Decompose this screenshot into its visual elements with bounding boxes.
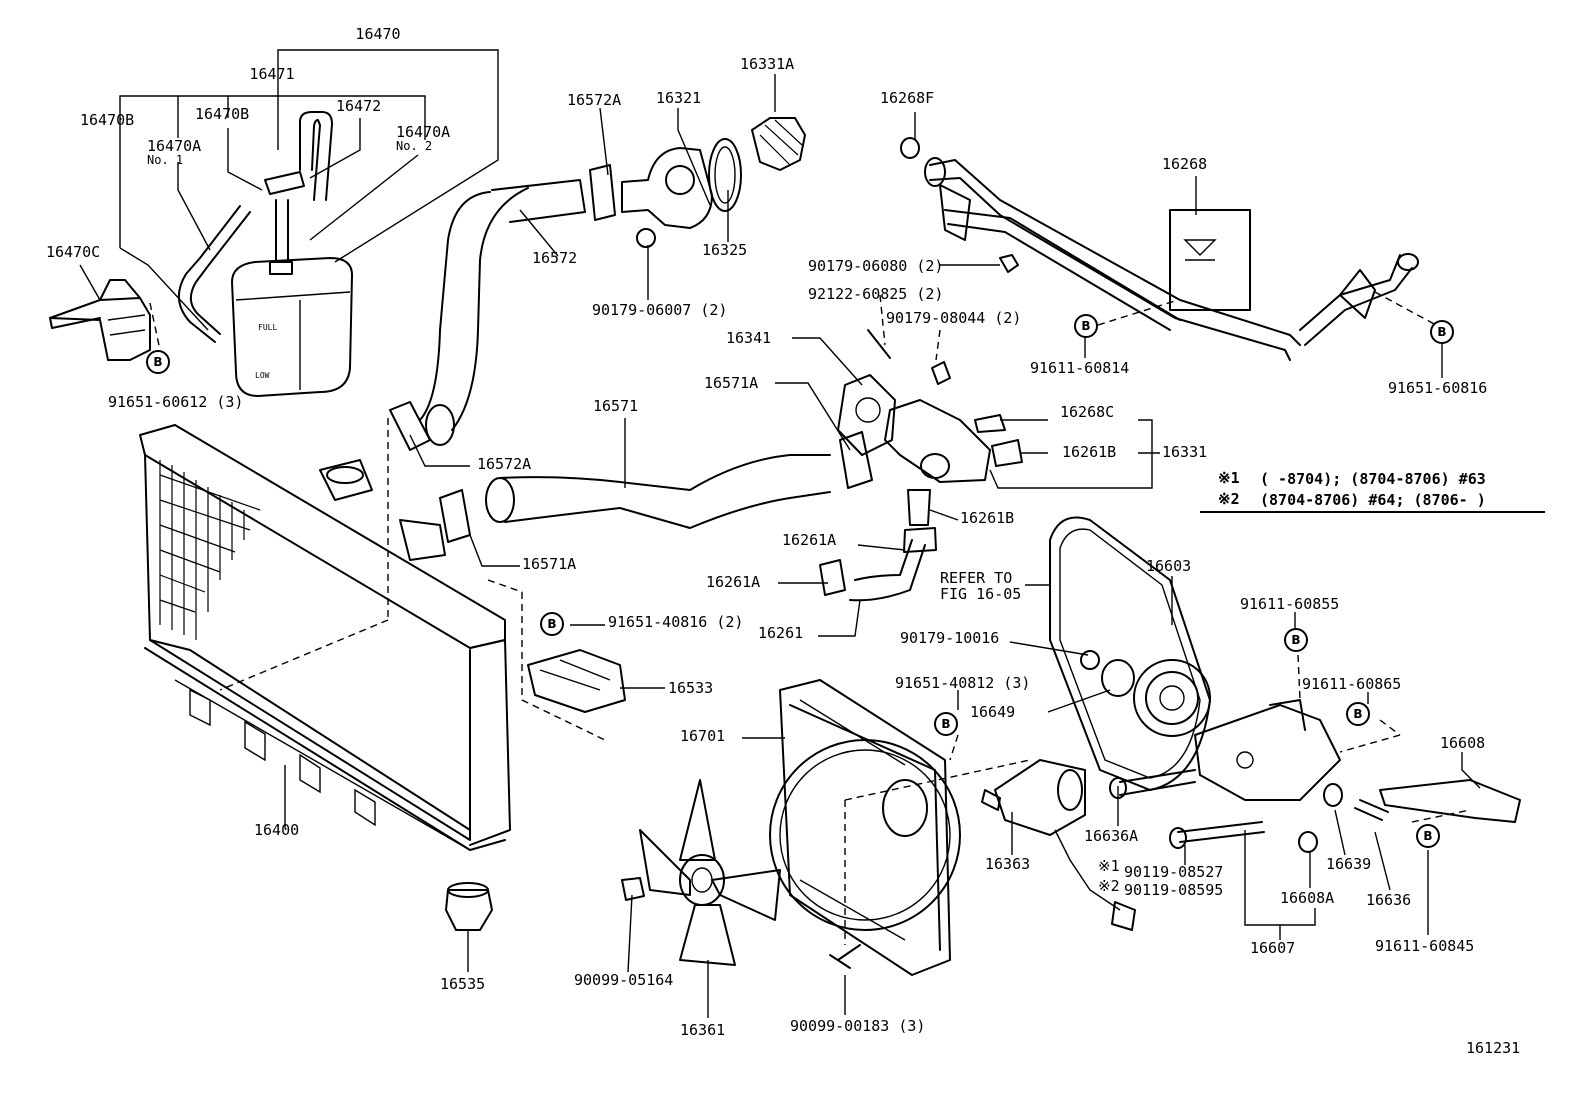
bolt-marker-b: B bbox=[146, 350, 170, 374]
label-16400: 16400 bbox=[254, 821, 300, 839]
label-16571: 16571 bbox=[593, 397, 639, 415]
mark-2-small: ※2 bbox=[1098, 877, 1120, 895]
label-90179-06080: 90179-06080 (2) bbox=[808, 257, 944, 275]
label-90179-08044: 90179-08044 (2) bbox=[886, 309, 1022, 327]
label-16470B-mid: 16470B bbox=[195, 105, 250, 123]
note-mark-1: ※1 bbox=[1218, 469, 1240, 487]
label-16321: 16321 bbox=[656, 89, 702, 107]
label-91651-40816: 91651-40816 (2) bbox=[608, 613, 744, 631]
label-90099-05164: 90099-05164 bbox=[574, 971, 674, 989]
label-16607: 16607 bbox=[1250, 939, 1296, 957]
label-16470C: 16470C bbox=[46, 243, 101, 261]
inlet-housing bbox=[837, 374, 1023, 489]
label-90099-00183: 90099-00183 (3) bbox=[790, 1017, 926, 1035]
label-16261B-upper: 16261B bbox=[1062, 443, 1117, 461]
label-90119-08527: 90119-08527 bbox=[1124, 863, 1224, 881]
lower-hose bbox=[439, 454, 937, 602]
label-16649: 16649 bbox=[970, 703, 1016, 721]
upper-hose bbox=[389, 117, 806, 451]
radiator-core bbox=[159, 460, 261, 640]
label-16636A: 16636A bbox=[1084, 827, 1139, 845]
label-no2: No. 2 bbox=[396, 139, 433, 153]
belt-pulley bbox=[1049, 516, 1521, 853]
bolt-marker-b: B bbox=[1284, 628, 1308, 652]
bolt-marker-b: B bbox=[1430, 320, 1454, 344]
label-16261A-upper: 16261A bbox=[782, 531, 837, 549]
bolt-marker-b: B bbox=[1074, 314, 1098, 338]
label-91651-40812: 91651-40812 (3) bbox=[895, 674, 1031, 692]
label-no1: No. 1 bbox=[147, 153, 184, 167]
bolt-marker-b: B bbox=[934, 712, 958, 736]
label-16571A-mid: 16571A bbox=[522, 555, 577, 573]
radiator bbox=[139, 424, 626, 931]
label-16470: 16470 bbox=[355, 25, 401, 43]
bolt-marker-b: B bbox=[1346, 702, 1370, 726]
label-90179-10016: 90179-10016 bbox=[900, 629, 1000, 647]
label-16363: 16363 bbox=[985, 855, 1031, 873]
label-16572A-mid: 16572A bbox=[477, 455, 532, 473]
label-16470A-no2: 16470A bbox=[396, 123, 451, 141]
bolt-marker-b: B bbox=[1416, 824, 1440, 848]
figure-id: 161231 bbox=[1466, 1039, 1521, 1057]
label-91611-60855: 91611-60855 bbox=[1240, 595, 1340, 613]
label-16361: 16361 bbox=[680, 1021, 726, 1039]
label-90179-06007: 90179-06007 (2) bbox=[592, 301, 728, 319]
label-16325: 16325 bbox=[702, 241, 748, 259]
label-92122-60825: 92122-60825 (2) bbox=[808, 285, 944, 303]
note-mark-2: ※2 bbox=[1218, 490, 1240, 508]
label-16535: 16535 bbox=[440, 975, 486, 993]
bolt-marker-b: B bbox=[540, 612, 564, 636]
note-line-2: (8704-8706) #64; (8706- ) bbox=[1260, 491, 1486, 509]
label-refer-line2: FIG 16-05 bbox=[940, 585, 1022, 603]
label-16471: 16471 bbox=[249, 65, 295, 83]
label-16470B-left: 16470B bbox=[80, 111, 135, 129]
label-91651-60612: 91651-60612 (3) bbox=[108, 393, 244, 411]
label-91611-60865: 91611-60865 bbox=[1302, 675, 1402, 693]
label-16608A: 16608A bbox=[1280, 889, 1335, 907]
label-16261A-lower: 16261A bbox=[706, 573, 761, 591]
label-16261B-lower: 16261B bbox=[960, 509, 1015, 527]
label-16268: 16268 bbox=[1162, 155, 1208, 173]
label-91611-60845: 91611-60845 bbox=[1375, 937, 1475, 955]
label-91651-60816: 91651-60816 bbox=[1388, 379, 1488, 397]
label-16608: 16608 bbox=[1440, 734, 1486, 752]
label-16268F: 16268F bbox=[880, 89, 935, 107]
label-16571A-top: 16571A bbox=[704, 374, 759, 392]
label-16701: 16701 bbox=[680, 727, 726, 745]
label-90119-08595: 90119-08595 bbox=[1124, 881, 1224, 899]
label-16341: 16341 bbox=[726, 329, 772, 347]
label-16639: 16639 bbox=[1326, 855, 1372, 873]
leader-lines bbox=[79, 49, 1545, 1018]
label-16472: 16472 bbox=[336, 97, 382, 115]
label-16636: 16636 bbox=[1366, 891, 1412, 909]
label-16572A-top: 16572A bbox=[567, 91, 622, 109]
svg-text:FULL: FULL bbox=[258, 323, 277, 332]
label-16331: 16331 bbox=[1162, 443, 1208, 461]
label-16331A: 16331A bbox=[740, 55, 795, 73]
bypass-pipe bbox=[867, 137, 1419, 385]
label-91611-60814: 91611-60814 bbox=[1030, 359, 1130, 377]
label-16470A-no1: 16470A bbox=[147, 137, 202, 155]
mark-1-small: ※1 bbox=[1098, 857, 1120, 875]
svg-text:LOW: LOW bbox=[255, 371, 270, 380]
label-16261: 16261 bbox=[758, 624, 804, 642]
label-16268C: 16268C bbox=[1060, 403, 1115, 421]
label-16533: 16533 bbox=[668, 679, 714, 697]
label-16603: 16603 bbox=[1146, 557, 1192, 575]
fan-shroud bbox=[621, 679, 1136, 976]
label-16572: 16572 bbox=[532, 249, 578, 267]
label-refer-line1: REFER TO bbox=[940, 569, 1013, 587]
reservoir-tank: FULL LOW bbox=[49, 111, 353, 397]
note-line-1: ( -8704); (8704-8706) #63 bbox=[1260, 470, 1486, 488]
